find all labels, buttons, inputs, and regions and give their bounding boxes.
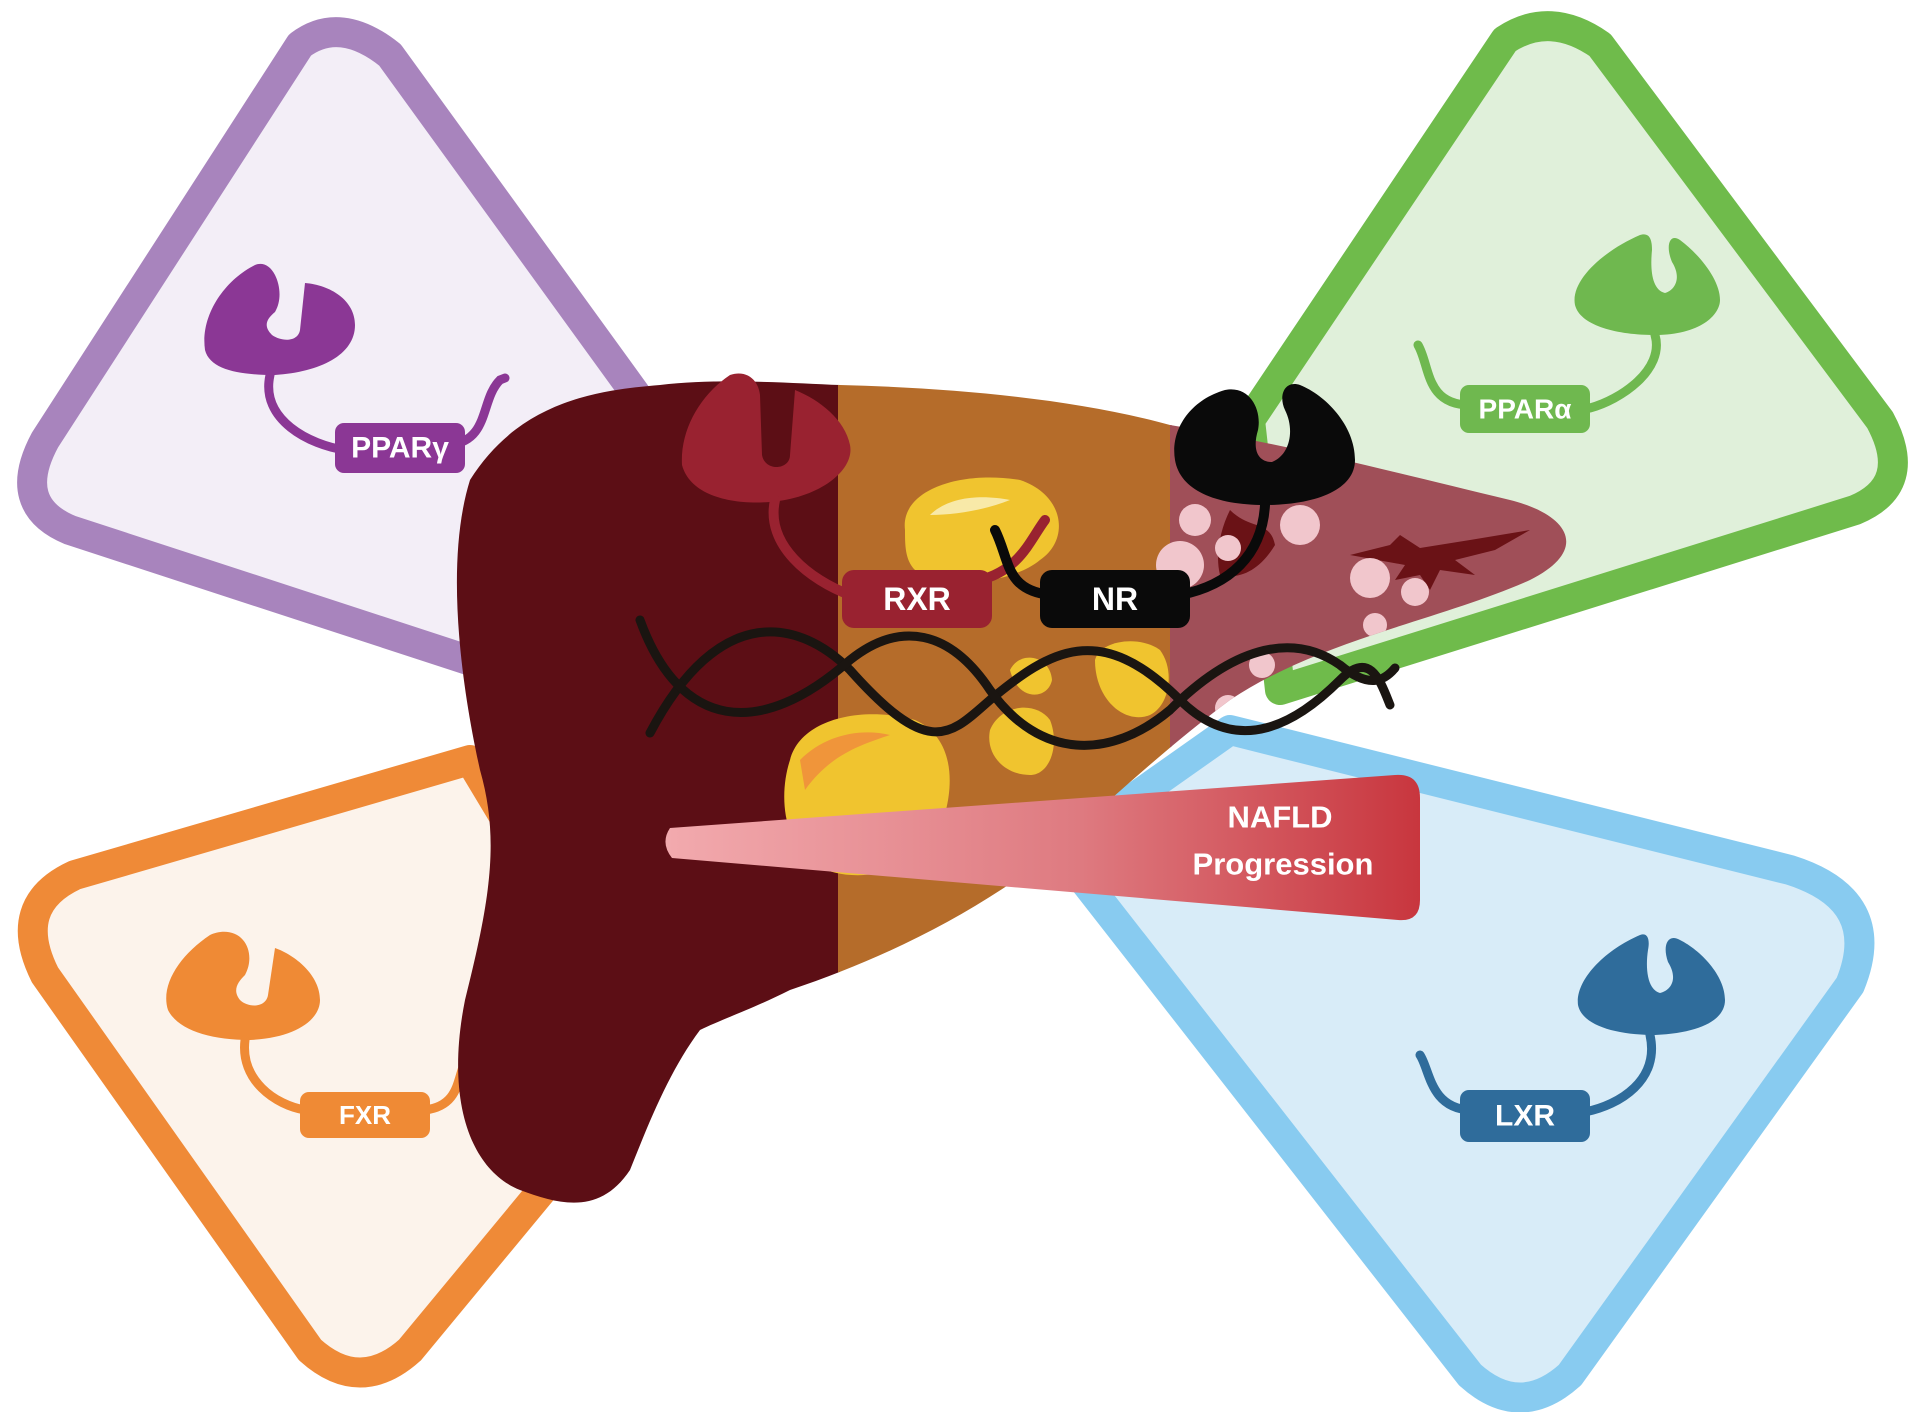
fxr-label-box: [300, 1092, 430, 1138]
dna-strand-a: [645, 627, 1395, 738]
progression-gradient-arrow: [665, 774, 1420, 921]
ballooned-cell: [1280, 505, 1320, 545]
ppar-gamma-receptor: PPARγ: [204, 263, 510, 473]
dna-helix: [635, 615, 1400, 750]
ballooned-cell: [1249, 652, 1275, 678]
lipid-droplet: [930, 497, 1010, 515]
nr-tether: [990, 500, 1270, 600]
lxr-tether: [1415, 1030, 1656, 1117]
ballooned-cell: [1350, 558, 1390, 598]
rxr-nr-heterodimer: RXR NR: [681, 373, 1355, 628]
lxr-ligand-pocket-icon: [1577, 934, 1725, 1035]
lipid-droplet: [1095, 641, 1169, 718]
ballooned-cell: [1401, 578, 1429, 606]
nr-ligand-pocket-icon: [1174, 384, 1355, 505]
dna-strand-b: [635, 615, 1400, 750]
ppar-gamma-label: PPARγ: [351, 432, 449, 465]
ballooned-cell: [1363, 613, 1387, 637]
rxr-ligand-pocket-icon: [681, 373, 851, 503]
rxr-label-box: [842, 570, 992, 628]
progression-title: NAFLD: [1227, 800, 1332, 835]
nr-label: NR: [1092, 581, 1138, 617]
nafld-progression-wedge: NAFLD Progression: [665, 774, 1420, 921]
lxr-label-box: [1460, 1090, 1590, 1142]
ppar-alpha-label-box: [1460, 385, 1590, 433]
ppar-alpha-tether: [1413, 330, 1661, 413]
ballooned-cell: [1215, 535, 1241, 561]
ppar-alpha-label: PPARα: [1479, 394, 1572, 425]
nr-label-box: [1040, 570, 1190, 628]
ppar-gamma-label-box: [335, 423, 465, 473]
lxr-receptor: LXR: [1415, 934, 1725, 1142]
fxr-ligand-pocket-icon: [166, 931, 320, 1040]
lipid-droplet: [800, 732, 890, 790]
progression-subtitle: Progression: [1193, 847, 1374, 882]
ppar-alpha-ligand-pocket-icon: [1574, 234, 1720, 335]
ppar-gamma-ligand-pocket-icon: [204, 263, 355, 375]
scar-mark: [1350, 530, 1530, 590]
rxr-tether: [768, 495, 1050, 600]
ppar-alpha-receptor: PPARα: [1413, 234, 1720, 433]
rxr-label: RXR: [883, 581, 951, 617]
lipid-droplet: [989, 707, 1054, 775]
fxr-label: FXR: [339, 1100, 391, 1130]
ballooned-cell: [1179, 504, 1211, 536]
lxr-label: LXR: [1495, 1100, 1555, 1133]
